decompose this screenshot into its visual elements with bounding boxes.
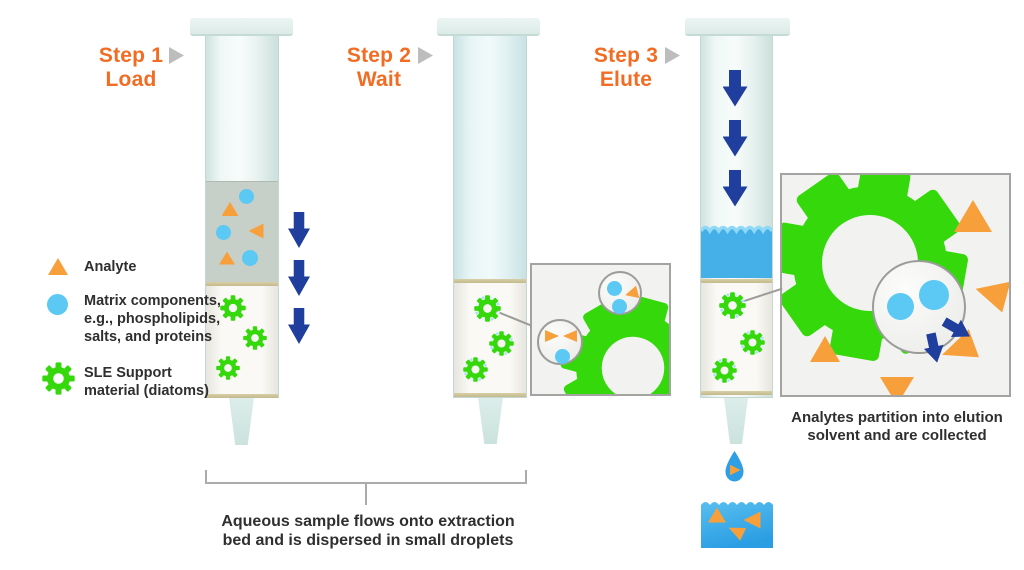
bracket	[205, 470, 527, 484]
bracket-center-tick	[365, 484, 367, 505]
flow-arrow-down-icon	[288, 260, 310, 296]
matrix-dot	[238, 188, 254, 204]
step-2-label: Step 2 Wait	[340, 44, 418, 92]
matrix-dot	[606, 280, 622, 296]
analyte-triangle	[623, 285, 639, 301]
step-1-title: Step 1	[98, 44, 164, 67]
sle-gear-icon	[243, 326, 267, 350]
step-1-label: Step 1 Load	[92, 44, 170, 92]
step-2-pointer-icon	[418, 47, 433, 64]
droplet-bubble	[537, 319, 583, 365]
wait-step-inset	[530, 263, 671, 396]
sle-gear-specked-icon	[711, 357, 737, 383]
legend-sle-label: SLE Support material (diatoms)	[84, 365, 209, 399]
elute-step-inset	[780, 173, 1011, 397]
elution-solvent-liquid	[701, 225, 772, 278]
column-1-frit-top	[206, 282, 278, 286]
column-2-flange	[437, 18, 540, 36]
analyte-triangle	[729, 464, 741, 476]
matrix-dot	[242, 250, 258, 266]
step-3-subtitle: Elute	[599, 68, 653, 91]
column-2-tip	[478, 398, 503, 444]
matrix-dot	[886, 292, 914, 320]
elute-caption: Analytes partition into elution solvent …	[791, 409, 1003, 444]
column-3-frit-top	[701, 279, 772, 283]
step-1-pointer-icon	[169, 47, 184, 64]
sle-gear-icon	[220, 295, 246, 321]
analyte-triangle	[880, 377, 914, 395]
step-2-subtitle: Wait	[356, 68, 402, 91]
sle-gear-specked-icon	[718, 291, 746, 319]
sle-gear-specked-icon	[473, 294, 501, 322]
matrix-dot	[611, 298, 627, 314]
step-3-pointer-icon	[665, 47, 680, 64]
droplet-bubble	[872, 260, 966, 354]
flow-arrow-down-icon	[288, 212, 310, 248]
column-3-tip	[724, 398, 748, 444]
column-1-tip	[229, 398, 254, 445]
step-1-subtitle: Load	[105, 68, 157, 91]
column-3-frit-bottom	[701, 391, 772, 395]
matrix-dot	[215, 224, 231, 240]
sle-gear-specked-icon	[462, 356, 488, 382]
column-2-frit-bottom	[454, 393, 526, 397]
step-3-title: Step 3	[593, 44, 659, 67]
column-1-frit-bottom	[206, 394, 278, 398]
matrix-circle-icon	[47, 294, 68, 315]
sle-gear-specked-icon	[488, 330, 514, 356]
matrix-dot	[554, 348, 570, 364]
step-2-title: Step 2	[346, 44, 412, 67]
legend-matrix-label: Matrix components, e.g., phospholipids, …	[84, 293, 221, 345]
droplet-bubble	[598, 271, 642, 315]
sle-gear-specked-icon	[739, 329, 765, 355]
collection-vessel	[701, 502, 773, 548]
column-1-flange	[190, 18, 293, 36]
matrix-dot	[919, 280, 949, 310]
column-3-flange	[685, 18, 790, 36]
analyte-triangle	[545, 330, 559, 342]
analyte-triangle	[971, 273, 1010, 312]
sle-gear-icon	[560, 295, 669, 394]
column-2-frit-top	[454, 279, 526, 283]
flow-arrow-down-icon	[288, 308, 310, 344]
analyte-triangle-icon	[48, 258, 68, 275]
analyte-triangle	[563, 330, 577, 342]
load-wait-caption: Aqueous sample flows onto extraction bed…	[221, 513, 515, 549]
column-2-tube	[453, 30, 527, 398]
step-3-label: Step 3 Elute	[587, 44, 665, 92]
legend-analyte-label: Analyte	[84, 259, 137, 275]
sle-gear-icon	[41, 361, 75, 395]
sle-gear-icon	[216, 356, 240, 380]
